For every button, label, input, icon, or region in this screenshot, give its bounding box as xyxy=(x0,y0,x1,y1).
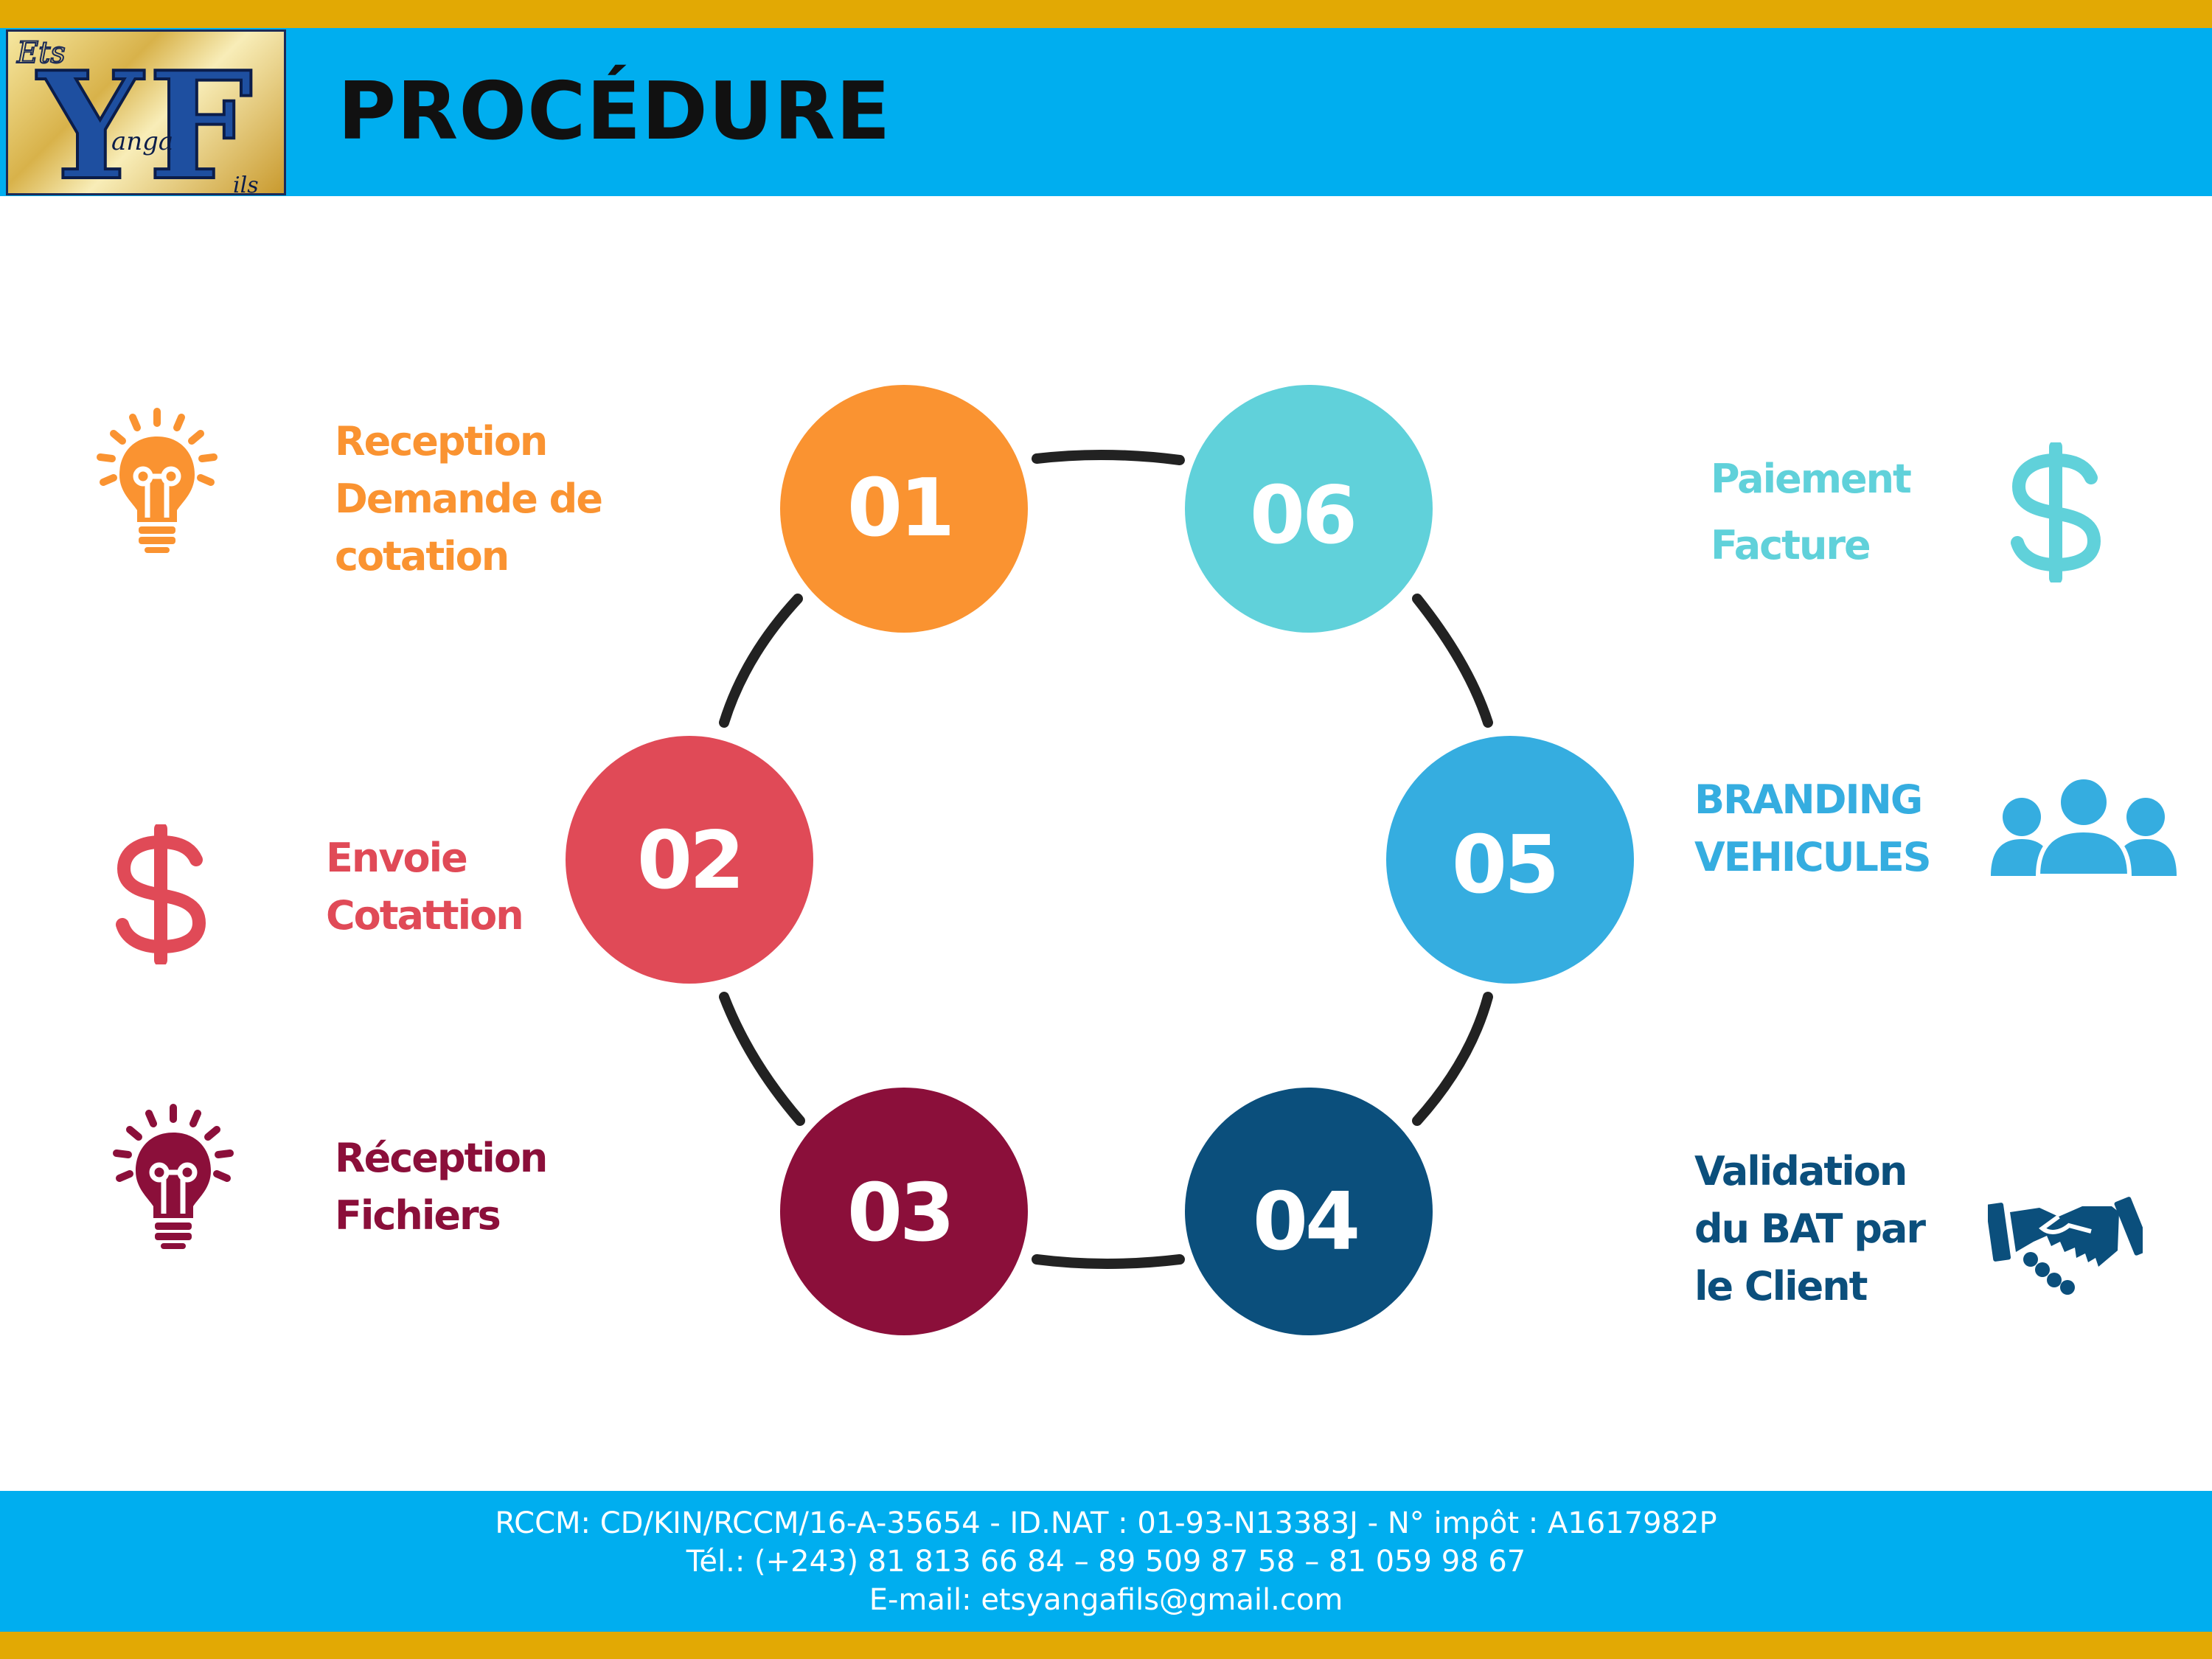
step-06-label-line-1: Paiement xyxy=(1711,456,1912,502)
lightbulb-icon xyxy=(97,408,218,553)
company-logo: Ets Y F anga ils xyxy=(6,29,286,195)
step-02-circle xyxy=(566,736,813,984)
step-04-circle xyxy=(1185,1088,1433,1335)
step-01-number: 01 xyxy=(847,462,952,554)
step-01-label-line-3: cotation xyxy=(335,533,509,580)
connector-05-04 xyxy=(1412,992,1493,1126)
step-01-label-line-2: Demande de xyxy=(335,476,603,522)
step-03-label: Réception Fichiers xyxy=(335,1130,548,1245)
step-02-label: Envoie Cotattion xyxy=(326,830,524,945)
step-06-number: 06 xyxy=(1250,470,1354,562)
people-icon xyxy=(1991,776,2177,877)
footer-email-line: E-mail: etsyangafils@gmail.com xyxy=(869,1583,1343,1617)
logo-ils-text: ils xyxy=(233,173,259,195)
logo-letter-y: Y xyxy=(36,40,145,195)
step-circle-04: 04 xyxy=(1185,1088,1433,1335)
step-04-label-line-1: Validation xyxy=(1694,1148,1907,1194)
step-05-label-line-1: BRANDING xyxy=(1694,776,1923,823)
footer-bar: RCCM: CD/KIN/RCCM/16-A-35654 - ID.NAT : … xyxy=(0,1491,2212,1632)
logo-anga-text: anga xyxy=(111,127,173,156)
step-06-label-line-2: Facture xyxy=(1711,522,1871,568)
dollar-icon xyxy=(116,824,206,964)
page-title: PROCÉDURE xyxy=(338,66,891,158)
bottom-gold-stripe xyxy=(0,1632,2212,1659)
footer-phone-line: Tél.: (+243) 81 813 66 84 – 89 509 87 58… xyxy=(686,1545,1526,1579)
connector-06-05 xyxy=(1412,594,1493,728)
step-03-number: 03 xyxy=(847,1167,952,1259)
step-04-number: 04 xyxy=(1253,1176,1357,1268)
logo-ets-text: Ets xyxy=(16,36,66,70)
lightbulb-icon xyxy=(113,1104,234,1249)
step-03-label-line-1: Réception xyxy=(335,1135,548,1181)
header-bar xyxy=(0,28,2212,196)
dollar-icon xyxy=(2011,442,2101,582)
logo-letter-f: F xyxy=(148,40,253,195)
top-gold-stripe xyxy=(0,0,2212,28)
step-circle-06: 06 xyxy=(1185,385,1433,633)
step-02-number: 02 xyxy=(637,815,742,907)
step-circle-05: 05 xyxy=(1386,736,1634,984)
step-02-label-line-2: Cotattion xyxy=(326,892,524,939)
step-01-label-line-1: Reception xyxy=(335,418,548,465)
cycle-connectors xyxy=(719,449,1493,1269)
connector-01-06 xyxy=(1032,449,1185,465)
step-05-label: BRANDING VEHICULES xyxy=(1694,771,1932,886)
footer-registration-line: RCCM: CD/KIN/RCCM/16-A-35654 - ID.NAT : … xyxy=(495,1506,1717,1540)
step-04-label-line-3: le Client xyxy=(1694,1263,1868,1310)
step-circle-03: 03 xyxy=(780,1088,1028,1335)
step-06-label: Paiement Facture xyxy=(1711,446,1912,579)
step-05-circle xyxy=(1386,736,1634,984)
step-01-label: Reception Demande de cotation xyxy=(335,413,603,585)
step-03-circle xyxy=(780,1088,1028,1335)
step-05-label-line-2: VEHICULES xyxy=(1694,834,1932,880)
handshake-icon xyxy=(1988,1197,2143,1295)
connector-03-02 xyxy=(719,992,805,1126)
step-circle-02: 02 xyxy=(566,736,813,984)
step-01-circle xyxy=(780,385,1028,633)
step-05-number: 05 xyxy=(1452,819,1557,911)
logo-graphic: Ets Y F anga ils xyxy=(15,35,259,195)
step-03-label-line-2: Fichiers xyxy=(335,1192,501,1239)
connector-02-01 xyxy=(719,594,803,728)
step-circle-01: 01 xyxy=(780,385,1028,633)
step-04-label: Validation du BAT par le Client xyxy=(1694,1143,1926,1315)
step-06-circle xyxy=(1185,385,1433,633)
step-04-label-line-2: du BAT par xyxy=(1694,1206,1926,1252)
step-02-label-line-1: Envoie xyxy=(326,835,468,881)
connector-04-03 xyxy=(1032,1254,1185,1269)
